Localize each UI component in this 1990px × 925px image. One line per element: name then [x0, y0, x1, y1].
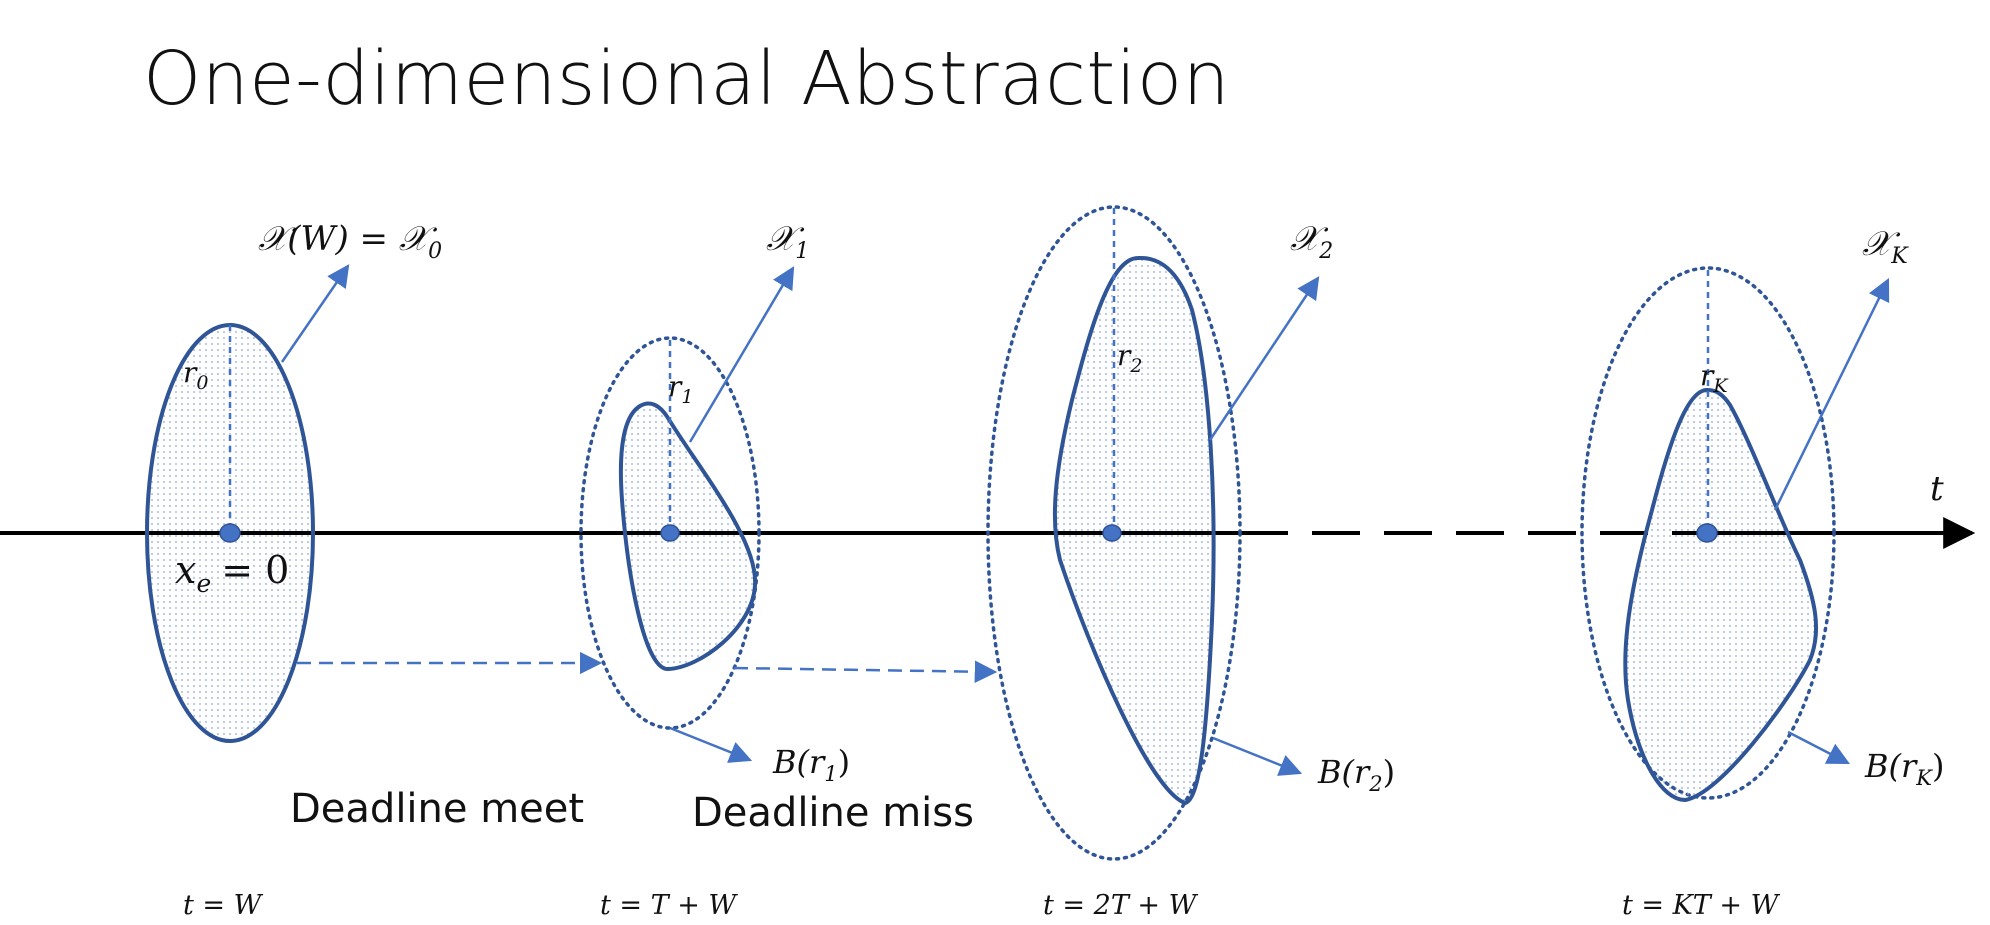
- origin-label-eq: = 0: [221, 548, 289, 592]
- svg-text:rK: rK: [1700, 359, 1729, 397]
- origin-label-sub: e: [196, 569, 211, 598]
- radius-label-1-sub: 1: [681, 386, 693, 408]
- time-label-1: t = T + W: [600, 890, 738, 921]
- deadline-meet-label: Deadline meet: [290, 786, 584, 832]
- set-0-pointer: [280, 264, 350, 363]
- set-1-shape: [618, 401, 758, 672]
- radius-label-k: r: [1700, 359, 1715, 392]
- set-2-shape: [1052, 255, 1216, 806]
- ball-label-2-sub: 2: [1368, 772, 1382, 796]
- origin-label: x: [175, 548, 196, 592]
- ball-1-pointer: [669, 726, 753, 763]
- svg-text:r1: r1: [668, 370, 693, 408]
- ball-2-shape: [986, 205, 1242, 861]
- svg-text:B(rK): B(rK): [1864, 747, 1944, 790]
- deadline-miss-label: Deadline miss: [692, 790, 974, 836]
- reachable-set-0: 𝒳(W) = 𝒳0 r0 xe= 0 t = W: [145, 219, 442, 921]
- radius-label-2: r: [1117, 339, 1132, 372]
- ball-k-pointer: [1787, 730, 1850, 765]
- svg-text:B(r1): B(r1): [772, 743, 850, 786]
- ball-label-k-sub: K: [1915, 766, 1933, 790]
- transition-arrow-1-2: [733, 660, 998, 683]
- set-0-label-sub: 0: [428, 239, 442, 264]
- reachable-set-1: 𝒳1 r1 B(r1) t = T + W: [579, 219, 850, 921]
- radius-label-2-sub: 2: [1129, 355, 1142, 377]
- svg-text:𝒳1: 𝒳1: [766, 219, 809, 264]
- set-k-shape: [1623, 388, 1819, 803]
- set-k-label-sub: K: [1890, 244, 1909, 269]
- center-point-k: [1696, 523, 1718, 543]
- set-1-label-sub: 1: [795, 239, 809, 264]
- ball-2-pointer: [1212, 736, 1303, 776]
- time-label-0: t = W: [183, 890, 264, 921]
- ball-label-k: B(r: [1864, 747, 1918, 785]
- transitions: [297, 651, 998, 683]
- radius-label-0-sub: 0: [196, 372, 208, 394]
- radius-label-0: r: [183, 356, 198, 389]
- svg-text:r2: r2: [1117, 339, 1142, 377]
- set-2-pointer: [1208, 276, 1320, 441]
- axis-label: t: [1930, 469, 1944, 509]
- set-1-pointer: [688, 266, 795, 443]
- svg-text:𝒳K: 𝒳K: [1862, 224, 1909, 269]
- ball-label-1: B(r: [772, 743, 826, 781]
- ball-label-1-sub: 1: [824, 762, 837, 786]
- time-label-2: t = 2T + W: [1043, 890, 1199, 921]
- origin-point: [219, 523, 241, 543]
- set-k-pointer: [1773, 277, 1890, 511]
- svg-text:𝒳2: 𝒳2: [1290, 219, 1333, 264]
- ball-k-shape: [1580, 266, 1836, 800]
- slide-title: One-dimensional Abstraction: [143, 36, 1231, 122]
- svg-text:r0: r0: [183, 356, 208, 394]
- reachable-set-2: 𝒳2 r2 B(r2) t = 2T + W: [986, 205, 1395, 921]
- center-point-1: [660, 524, 680, 542]
- radius-label-1: r: [668, 370, 683, 403]
- set-0-label: 𝒳(W) = 𝒳: [258, 219, 438, 259]
- svg-text:𝒳(W) = 𝒳0: 𝒳(W) = 𝒳0: [258, 219, 442, 264]
- reachable-set-k: 𝒳K rK B(rK) t = KT + W: [1580, 224, 1944, 921]
- set-2-label-sub: 2: [1318, 239, 1333, 264]
- ball-label-2: B(r: [1317, 753, 1371, 791]
- svg-text:B(r2): B(r2): [1317, 753, 1395, 796]
- radius-label-k-sub: K: [1712, 375, 1729, 397]
- svg-text:xe= 0: xe = 0: [175, 548, 289, 598]
- center-point-2: [1102, 524, 1122, 542]
- time-label-k: t = KT + W: [1622, 890, 1781, 921]
